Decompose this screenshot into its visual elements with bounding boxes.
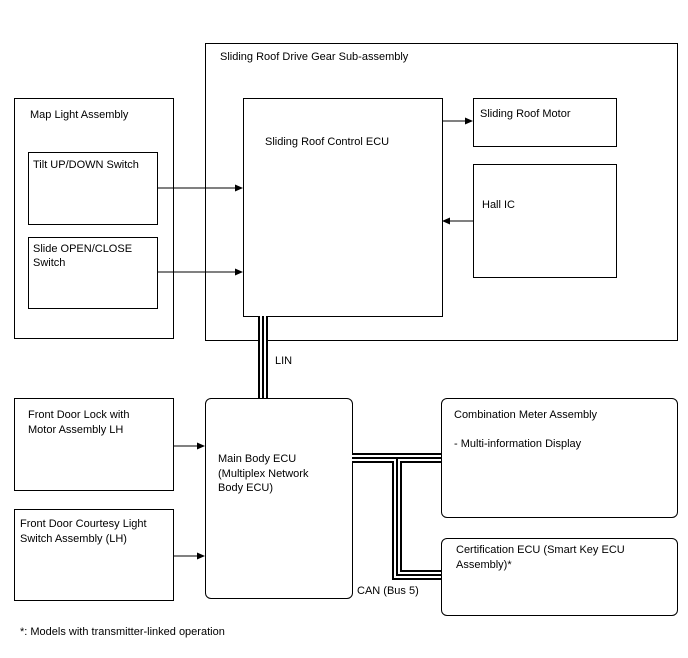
sliding-roof-motor-label: Sliding Roof Motor	[480, 108, 571, 120]
slide-switch-label-line-2: Switch	[33, 257, 66, 269]
front-door-lock-label-line-1: Front Door Lock with	[28, 409, 130, 421]
can-bus-branch-center	[396, 458, 441, 576]
main-body-ecu-label-line-2: (Multiplex Network	[218, 467, 309, 480]
multi-information-display-item: - Multi-information Display	[454, 438, 582, 450]
footnote: *: Models with transmitter-linked operat…	[20, 626, 225, 638]
can-bus-branch-outer	[392, 458, 441, 580]
courtesy-light-switch-label-line-1: Front Door Courtesy Light	[20, 518, 147, 530]
slide-switch-box: Slide OPEN/CLOSE Switch	[28, 237, 158, 309]
courtesy-light-switch-box: Front Door Courtesy Light Switch Assembl…	[14, 509, 174, 601]
slide-switch-label: Slide OPEN/CLOSE Switch	[33, 242, 132, 270]
tilt-switch-box: Tilt UP/DOWN Switch	[28, 152, 158, 225]
slide-switch-label-line-1: Slide OPEN/CLOSE	[33, 243, 133, 255]
main-body-ecu-box: Main Body ECU (Multiplex Network Body EC…	[205, 398, 353, 599]
can-bus-branch-gap	[394, 458, 441, 578]
lin-bus-label: LIN	[275, 355, 293, 367]
map-light-assembly-title: Map Light Assembly	[30, 109, 129, 121]
drive-gear-subassembly-title: Sliding Roof Drive Gear Sub-assembly	[220, 51, 409, 63]
sliding-roof-motor-box: Sliding Roof Motor	[473, 98, 617, 147]
certification-ecu-label: Certification ECU (Smart Key ECU Assembl…	[456, 543, 625, 573]
combination-meter-box: Combination Meter Assembly - Multi-infor…	[441, 398, 678, 518]
front-door-lock-label-line-2: Motor Assembly LH	[28, 424, 124, 436]
can-bus-label: CAN (Bus 5)	[357, 585, 419, 597]
certification-ecu-label-line-2: Assembly)*	[456, 559, 512, 571]
tilt-switch-label: Tilt UP/DOWN Switch	[33, 159, 139, 171]
sliding-roof-control-ecu-label: Sliding Roof Control ECU	[265, 136, 390, 148]
door-lock-to-main-body-arrow	[173, 442, 205, 450]
can-bus-line	[352, 453, 441, 580]
courtesy-to-main-body-arrowhead	[197, 552, 205, 560]
main-body-ecu-label: Main Body ECU (Multiplex Network Body EC…	[218, 452, 308, 496]
front-door-lock-label: Front Door Lock with Motor Assembly LH	[28, 408, 129, 438]
main-body-ecu-label-line-1: Main Body ECU	[218, 453, 297, 465]
hall-ic-box: Hall IC	[473, 164, 617, 278]
main-body-ecu-label-line-3: Body ECU)	[218, 482, 274, 494]
certification-ecu-box: Certification ECU (Smart Key ECU Assembl…	[441, 538, 678, 616]
door-lock-to-main-body-arrowhead	[197, 442, 205, 450]
courtesy-light-switch-label: Front Door Courtesy Light Switch Assembl…	[20, 517, 147, 547]
sliding-roof-control-ecu-box: Sliding Roof Control ECU	[243, 98, 443, 317]
courtesy-to-main-body-arrow	[173, 552, 205, 560]
front-door-lock-box: Front Door Lock with Motor Assembly LH	[14, 398, 174, 491]
hall-ic-label: Hall IC	[482, 199, 516, 211]
combination-meter-title: Combination Meter Assembly	[454, 409, 598, 421]
certification-ecu-label-line-1: Certification ECU (Smart Key ECU	[456, 544, 625, 556]
drive-gear-subassembly-box: Sliding Roof Drive Gear Sub-assembly	[205, 43, 678, 341]
map-light-assembly-box: Map Light Assembly	[14, 98, 174, 339]
courtesy-light-switch-label-line-2: Switch Assembly (LH)	[20, 533, 127, 545]
